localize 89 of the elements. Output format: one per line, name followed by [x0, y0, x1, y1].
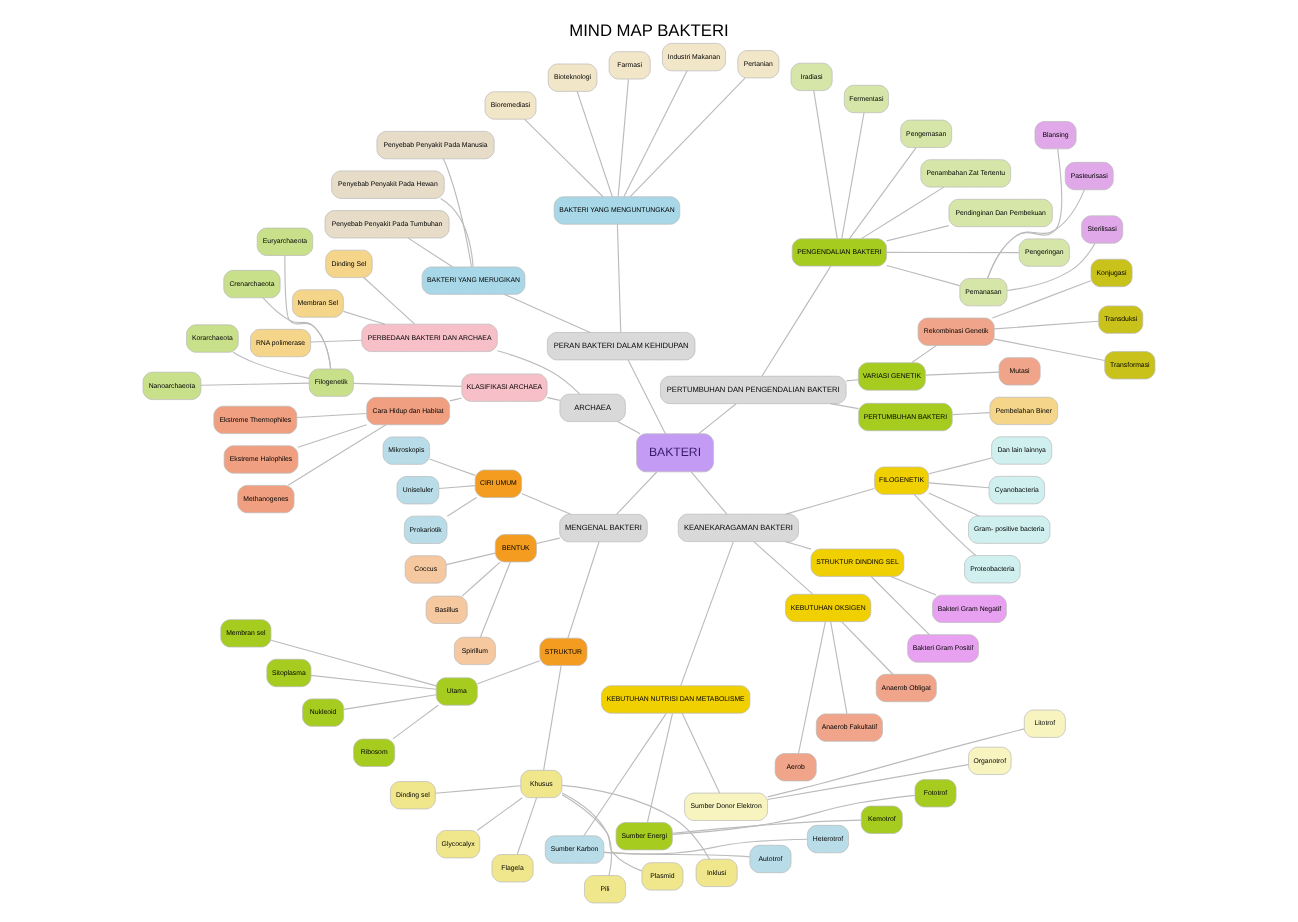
- connector: [671, 819, 862, 834]
- connector: [561, 794, 643, 872]
- connector: [449, 397, 463, 402]
- connector: [262, 297, 332, 370]
- connector: [496, 350, 581, 395]
- connector: [841, 112, 865, 240]
- connector: [767, 728, 1025, 798]
- connector: [991, 280, 1092, 319]
- connector: [784, 541, 812, 550]
- connector: [440, 197, 474, 268]
- connector: [461, 561, 501, 597]
- connector: [479, 561, 511, 638]
- connector: [521, 493, 572, 515]
- connector: [343, 694, 437, 710]
- connector: [797, 621, 826, 755]
- connector: [297, 424, 368, 448]
- connector: [886, 225, 950, 242]
- connector: [617, 421, 641, 435]
- connector: [698, 403, 737, 435]
- connector: [830, 621, 848, 715]
- connector: [928, 492, 980, 517]
- connector: [813, 90, 838, 240]
- connector: [671, 794, 916, 835]
- connector: [200, 382, 310, 386]
- connector: [845, 379, 859, 382]
- connector: [561, 792, 613, 877]
- connector: [310, 674, 437, 690]
- connector: [603, 838, 808, 855]
- connector: [616, 223, 622, 333]
- connector: [627, 359, 666, 435]
- connector: [342, 310, 386, 325]
- connector: [928, 457, 993, 475]
- connector: [583, 712, 667, 837]
- connector: [1006, 242, 1096, 291]
- connector: [546, 396, 561, 401]
- connector: [986, 148, 1063, 279]
- connector: [629, 77, 746, 198]
- connector: [576, 90, 613, 198]
- diagram-title: MIND MAP BAKTERI: [569, 19, 729, 40]
- connector: [848, 147, 917, 240]
- connector: [753, 541, 814, 595]
- connector: [445, 552, 496, 566]
- connector: [232, 351, 310, 379]
- connector: [767, 764, 969, 801]
- connector: [310, 339, 363, 343]
- connector: [392, 704, 439, 740]
- connector: [617, 78, 630, 198]
- connector: [438, 485, 476, 490]
- connector: [287, 424, 387, 486]
- connector: [785, 487, 875, 515]
- connector: [616, 471, 658, 515]
- connector: [886, 264, 961, 287]
- connector: [681, 712, 721, 794]
- connector: [911, 344, 937, 364]
- connector: [924, 371, 1000, 376]
- connector: [841, 621, 894, 675]
- connector: [543, 665, 562, 771]
- connector: [993, 338, 1106, 361]
- connector: [646, 712, 674, 823]
- connector: [870, 575, 930, 636]
- connector: [476, 797, 523, 831]
- connector: [860, 186, 945, 240]
- connector: [680, 541, 734, 687]
- connector: [567, 541, 600, 639]
- connector: [270, 639, 437, 687]
- connector: [913, 493, 977, 557]
- connector: [523, 118, 604, 198]
- connector: [476, 660, 541, 685]
- connector: [407, 237, 453, 268]
- connector: [434, 785, 522, 794]
- connector: [928, 482, 990, 489]
- connector: [561, 784, 711, 860]
- connector: [352, 382, 463, 387]
- connector: [890, 575, 937, 596]
- connector: [429, 458, 476, 476]
- connector: [886, 251, 1020, 254]
- connector: [761, 265, 832, 377]
- connector: [296, 412, 368, 419]
- connector: [516, 797, 538, 855]
- connector: [536, 537, 561, 544]
- connector: [829, 403, 860, 410]
- connector: [690, 471, 728, 515]
- connector: [623, 70, 688, 198]
- connector: [363, 277, 415, 325]
- connector: [503, 293, 591, 333]
- connector: [993, 320, 1099, 330]
- connector: [951, 412, 991, 416]
- connector: [442, 158, 472, 268]
- connector: [446, 497, 478, 517]
